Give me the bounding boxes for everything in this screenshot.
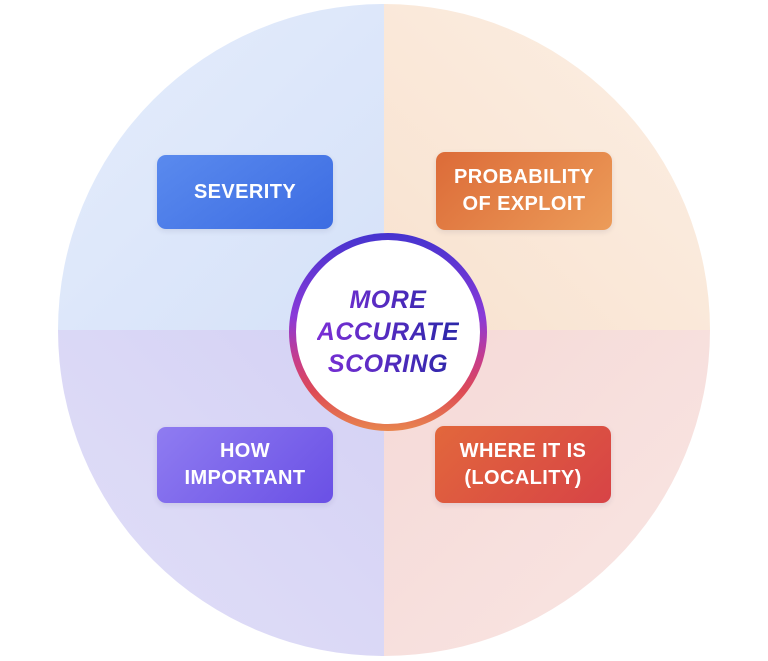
center-badge-line2: ACCURATE [316,318,460,346]
where-it-is-locality-chip: WHERE IT IS (LOCALITY) [435,426,611,503]
how-important-chip-label-line1: HOW [219,440,271,462]
probability-chip-label-line2: OF EXPLOIT [462,193,586,215]
center-badge-label: MORE ACCURATE SCORING [317,284,459,380]
severity-chip-label: SEVERITY [193,180,297,203]
center-badge-ring: MORE ACCURATE SCORING [289,233,487,431]
locality-chip-label-line1: WHERE IT IS [459,439,587,462]
how-important-chip-label-line2: IMPORTANT [184,467,306,489]
center-badge-line3: SCORING [327,350,449,378]
severity-chip: SEVERITY [157,155,333,229]
how-important-chip: HOW IMPORTANT [157,427,333,503]
center-badge-line1: MORE [349,286,427,314]
probability-chip-label-line1: PROBABILITY [454,166,594,188]
probability-of-exploit-chip: PROBABILITY OF EXPLOIT [436,152,612,230]
center-badge: MORE ACCURATE SCORING [296,240,480,424]
locality-chip-label-line2: (LOCALITY) [464,466,582,489]
